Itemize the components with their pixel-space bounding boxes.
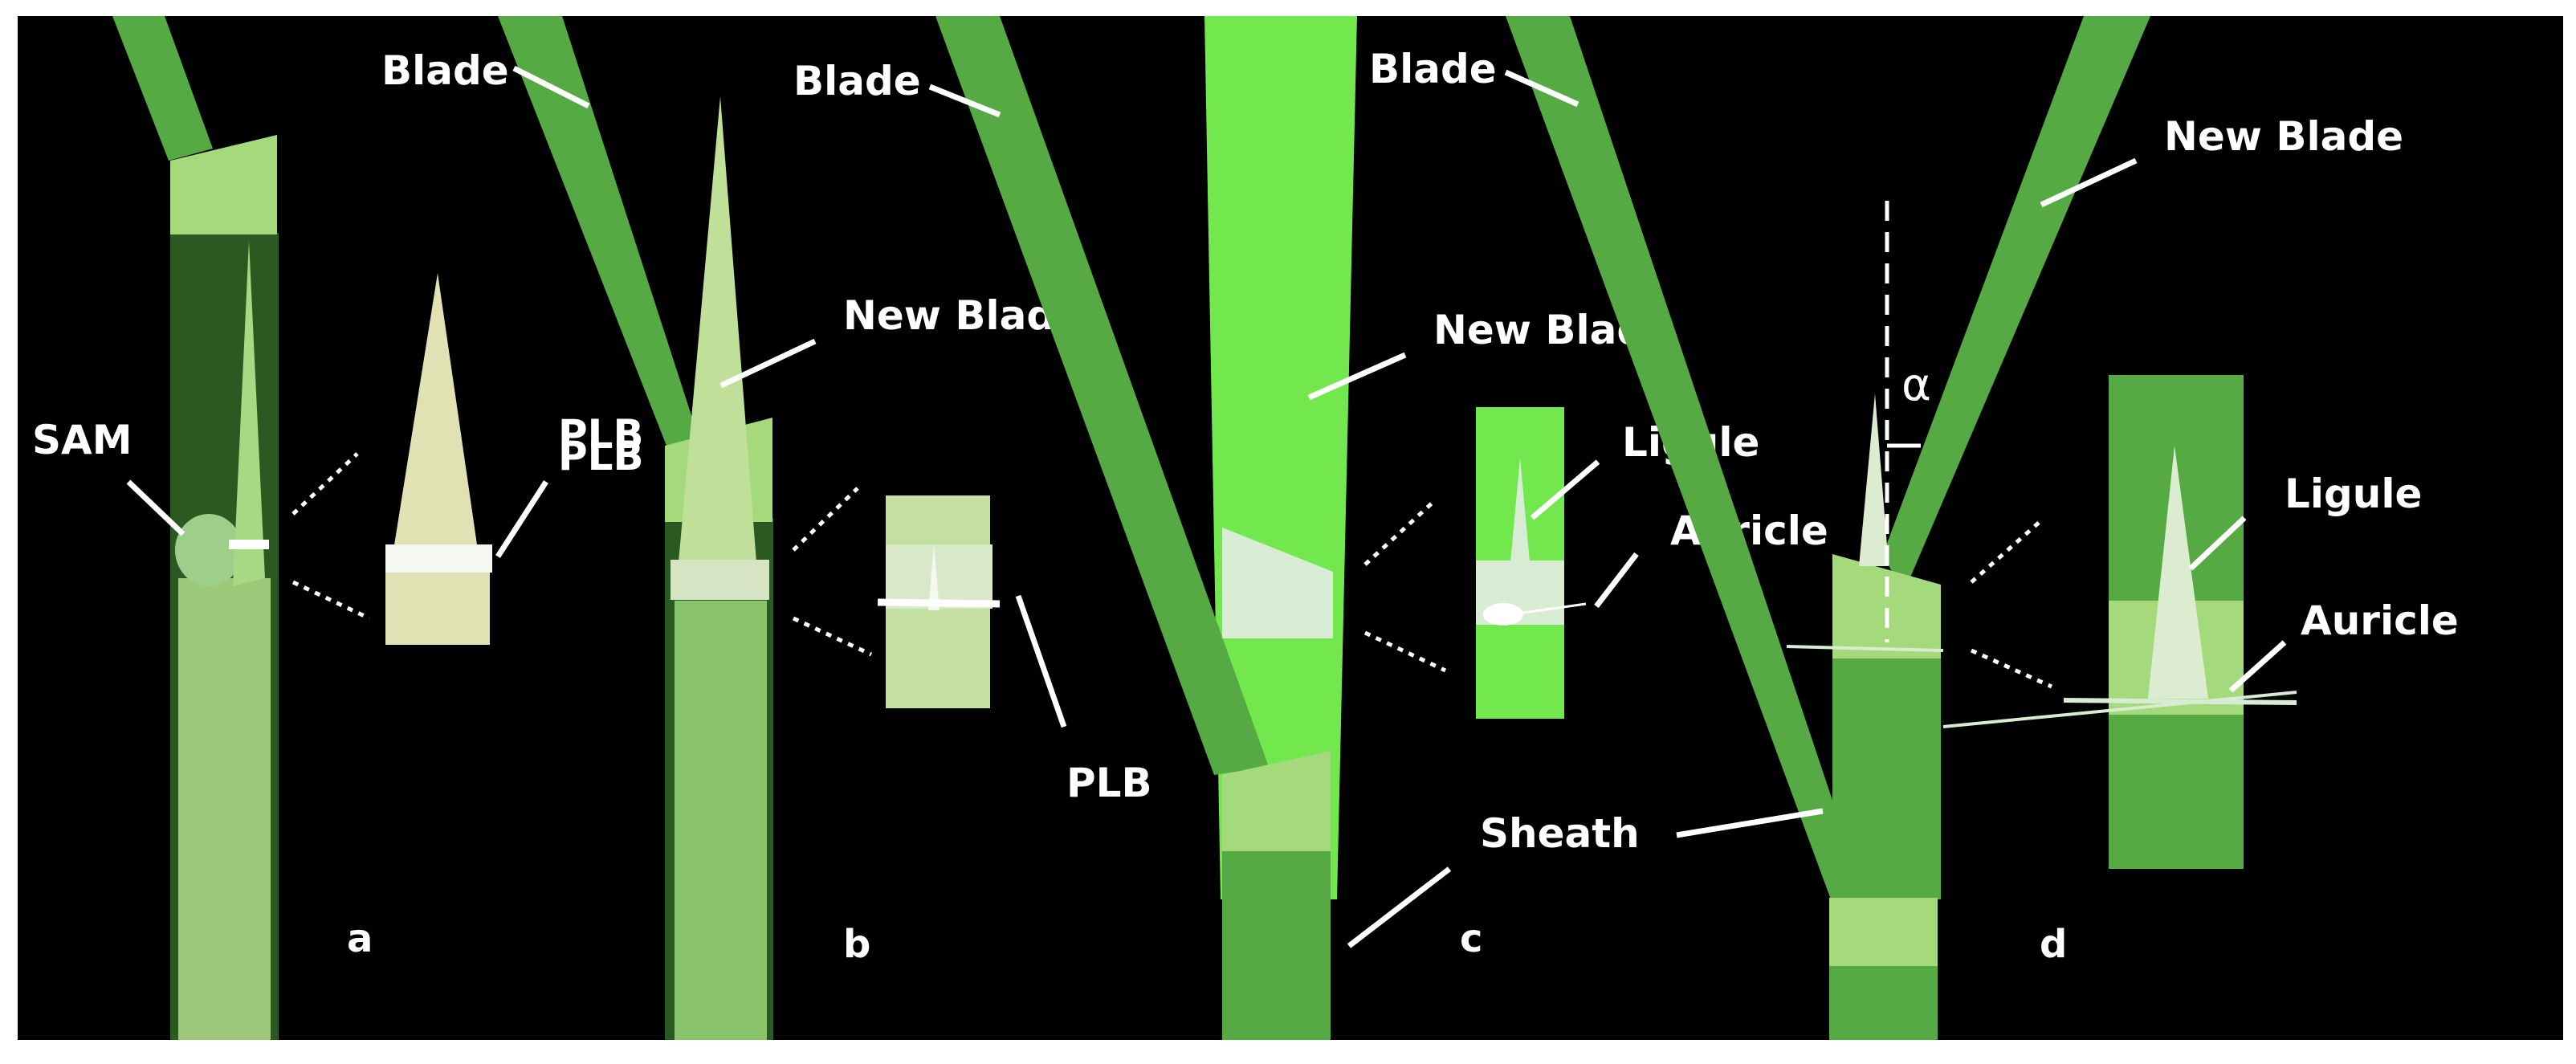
panel-a-inset-spike [393,273,478,550]
panel-c-sheath-leader-line [1347,866,1452,948]
panel-label-b: b [843,922,870,967]
panel-d-inset-ligule [2148,446,2208,699]
panel-b-inner-sheath [675,601,767,1040]
panel-b-blade-label: Blade [381,47,509,94]
ligule-label-d: Ligule [2285,471,2422,517]
panel-b-inset-spike [928,544,940,610]
panel-a-zoom-line-bottom [291,580,371,621]
panel-b-old-blade [498,16,699,446]
panel-c-auricle-hairs [1483,602,1587,620]
panel-c-blade-leader-line [928,84,1001,118]
panel-d-lower-collar [1829,898,1938,966]
panel-label-c: c [1460,916,1482,961]
panel-c-zoom-line-top [1363,500,1435,566]
panel-c-old-blade [935,16,1269,775]
auricle-label-d: Auricle [2301,597,2459,644]
panel-d-inset-auricle-hairs [1942,691,2297,728]
panel-b-new-blade-leader-line [719,338,817,389]
panel-c-blade-label: Blade [793,58,921,104]
panel-b-plb-label: PLB [558,411,644,458]
panel-d-new-blade-leader-line [2040,157,2138,208]
sam-label: SAM [32,417,132,463]
panel-a-illustration [112,16,548,1040]
panel-b-zoom-line-bottom [792,616,873,657]
panel-c-new-blade-leader-line [1307,352,1407,401]
panel-a-plb-leader-line [495,480,548,558]
auricle-d-leader-line [2228,640,2287,693]
panel-b-new-blade [679,96,756,562]
panel-c-illustration [928,16,1639,1040]
panel-b-plb-band [670,560,769,600]
panel-label-d: d [2040,922,2067,967]
panel-c-bottom-collar [1222,751,1331,851]
panel-d-ligule [1859,393,1889,566]
panel-a-zoom-line-top [291,452,359,516]
panel-a-inset-plb-band [385,544,492,573]
alpha-label: α [1901,359,1931,411]
panel-c-stem [1222,847,1331,1040]
panel-a-inner-sheath [178,578,271,1040]
panel-d-blade-label: Blade [1369,46,1497,92]
panel-b-inset-plb-label: PLB [1066,760,1152,806]
panel-b-zoom-line-top [792,487,859,552]
auricle-c-leader-line [1594,552,1639,609]
ligule-c-leader-line [1530,459,1600,520]
panel-a-top-collar [170,135,277,234]
panel-c-zoom-line-bottom [1363,630,1447,673]
panel-a-plb-label: PLB [558,433,644,479]
panel-d-collar [1832,554,1941,658]
ligule-d-leader-line [2188,516,2247,571]
panel-d-new-blade [1883,16,2150,594]
sheath-label: Sheath [1480,810,1640,857]
panel-b-plb-leader-line [1015,594,1067,728]
panel-d-stem [1832,654,1941,899]
panel-b-inset-band [886,544,992,609]
panel-a-sam-dome [175,514,243,586]
panel-d-inset-auricle-band [2063,698,2297,705]
panel-a-new-leaf [233,241,265,586]
panel-label-a: a [347,916,373,961]
panel-d-auricle-hairs [1786,645,1944,652]
panel-b-inset-plb-line [877,598,1001,608]
panel-d-old-blade [1506,16,1863,899]
panel-d-new-blade-label: New Blade [2164,113,2403,160]
panel-d-blade-leader-line [1504,69,1579,108]
panel-d-illustration [1504,16,2297,1040]
panel-c-new-blade [1204,16,1357,899]
panel-c-collar [1222,528,1333,638]
panel-d-zoom-line-bottom [1970,648,2053,689]
panel-b-blade-leader-line [512,65,590,109]
panel-d-zoom-line-top [1970,520,2041,584]
panel-c-inset-auricle [1483,603,1523,626]
panel-b-illustration [498,16,1067,1040]
panel-a-blade-stub [112,16,213,161]
panel-d-sheath-leader-line [1676,808,1824,838]
sam-leader-line [126,479,185,536]
panel-c-inset-ligule [1510,458,1530,562]
